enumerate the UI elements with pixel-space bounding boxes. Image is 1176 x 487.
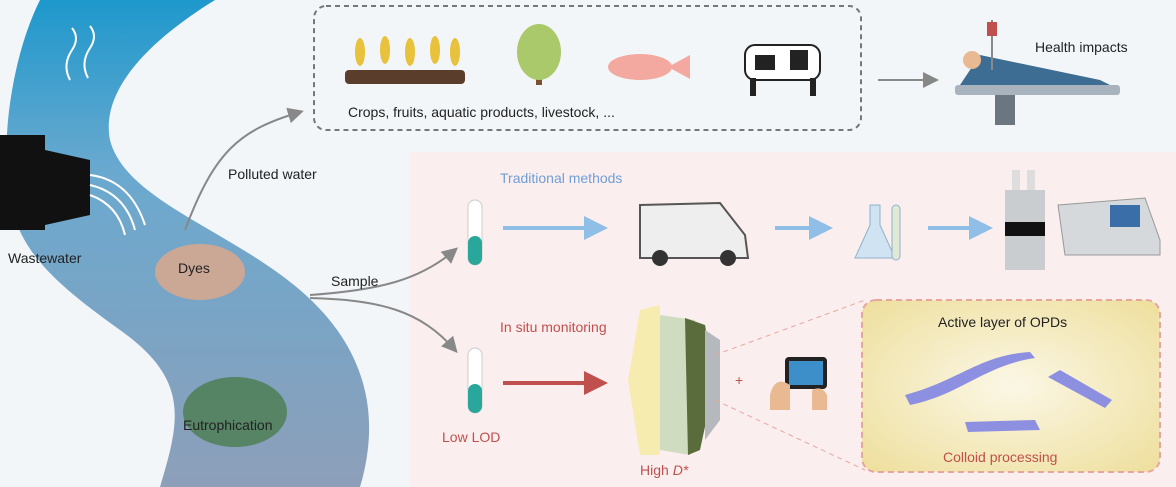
crops-icon bbox=[345, 36, 465, 84]
sample-label: Sample bbox=[331, 273, 379, 289]
high-d-label: High D* bbox=[640, 462, 688, 478]
health-impacts-label: Health impacts bbox=[1035, 39, 1128, 55]
eutrophication-label: Eutrophication bbox=[183, 417, 273, 433]
hospital-bed-icon bbox=[955, 20, 1120, 125]
flask-icon bbox=[854, 204, 901, 261]
sample-arrow-down bbox=[309, 297, 458, 354]
opd-device-icon bbox=[628, 305, 720, 455]
plus-sign: + bbox=[735, 372, 744, 388]
polluted-water-label: Polluted water bbox=[228, 166, 317, 182]
products-box bbox=[313, 5, 862, 131]
low-lod-label: Low LOD bbox=[442, 429, 501, 445]
van-icon bbox=[639, 201, 750, 266]
test-tube-icon bbox=[467, 347, 483, 414]
spectrometer-icon bbox=[1057, 197, 1161, 256]
traditional-methods-label: Traditional methods bbox=[500, 170, 623, 186]
products-label: Crops, fruits, aquatic products, livesto… bbox=[348, 104, 615, 120]
fruit-tree-icon bbox=[517, 24, 561, 85]
fish-icon bbox=[608, 54, 690, 80]
test-tube-icon bbox=[467, 199, 483, 266]
sample-arrow-up bbox=[309, 247, 459, 296]
cow-icon bbox=[744, 44, 821, 96]
dyes-label: Dyes bbox=[178, 260, 210, 276]
eutrophication-patch bbox=[183, 377, 287, 447]
dyes-patch bbox=[155, 244, 245, 300]
wastewater-pipe-icon bbox=[0, 135, 146, 236]
high-d-prefix: High bbox=[640, 462, 673, 478]
chromatograph-icon bbox=[1005, 170, 1045, 270]
wave-icon bbox=[65, 27, 77, 81]
d-star-symbol: D* bbox=[672, 462, 689, 478]
zoom-line bbox=[714, 399, 866, 471]
nanorod-icon bbox=[905, 352, 1112, 432]
in-situ-monitoring-label: In situ monitoring bbox=[500, 319, 607, 335]
river bbox=[6, 0, 370, 487]
colloid-processing-label: Colloid processing bbox=[943, 449, 1058, 465]
wastewater-label: Wastewater bbox=[8, 250, 82, 266]
opd-inset bbox=[861, 299, 1161, 473]
wave-icon bbox=[83, 25, 95, 79]
tablet-icon bbox=[770, 357, 827, 410]
polluted-arrow bbox=[184, 107, 304, 231]
active-layer-label: Active layer of OPDs bbox=[938, 314, 1068, 330]
